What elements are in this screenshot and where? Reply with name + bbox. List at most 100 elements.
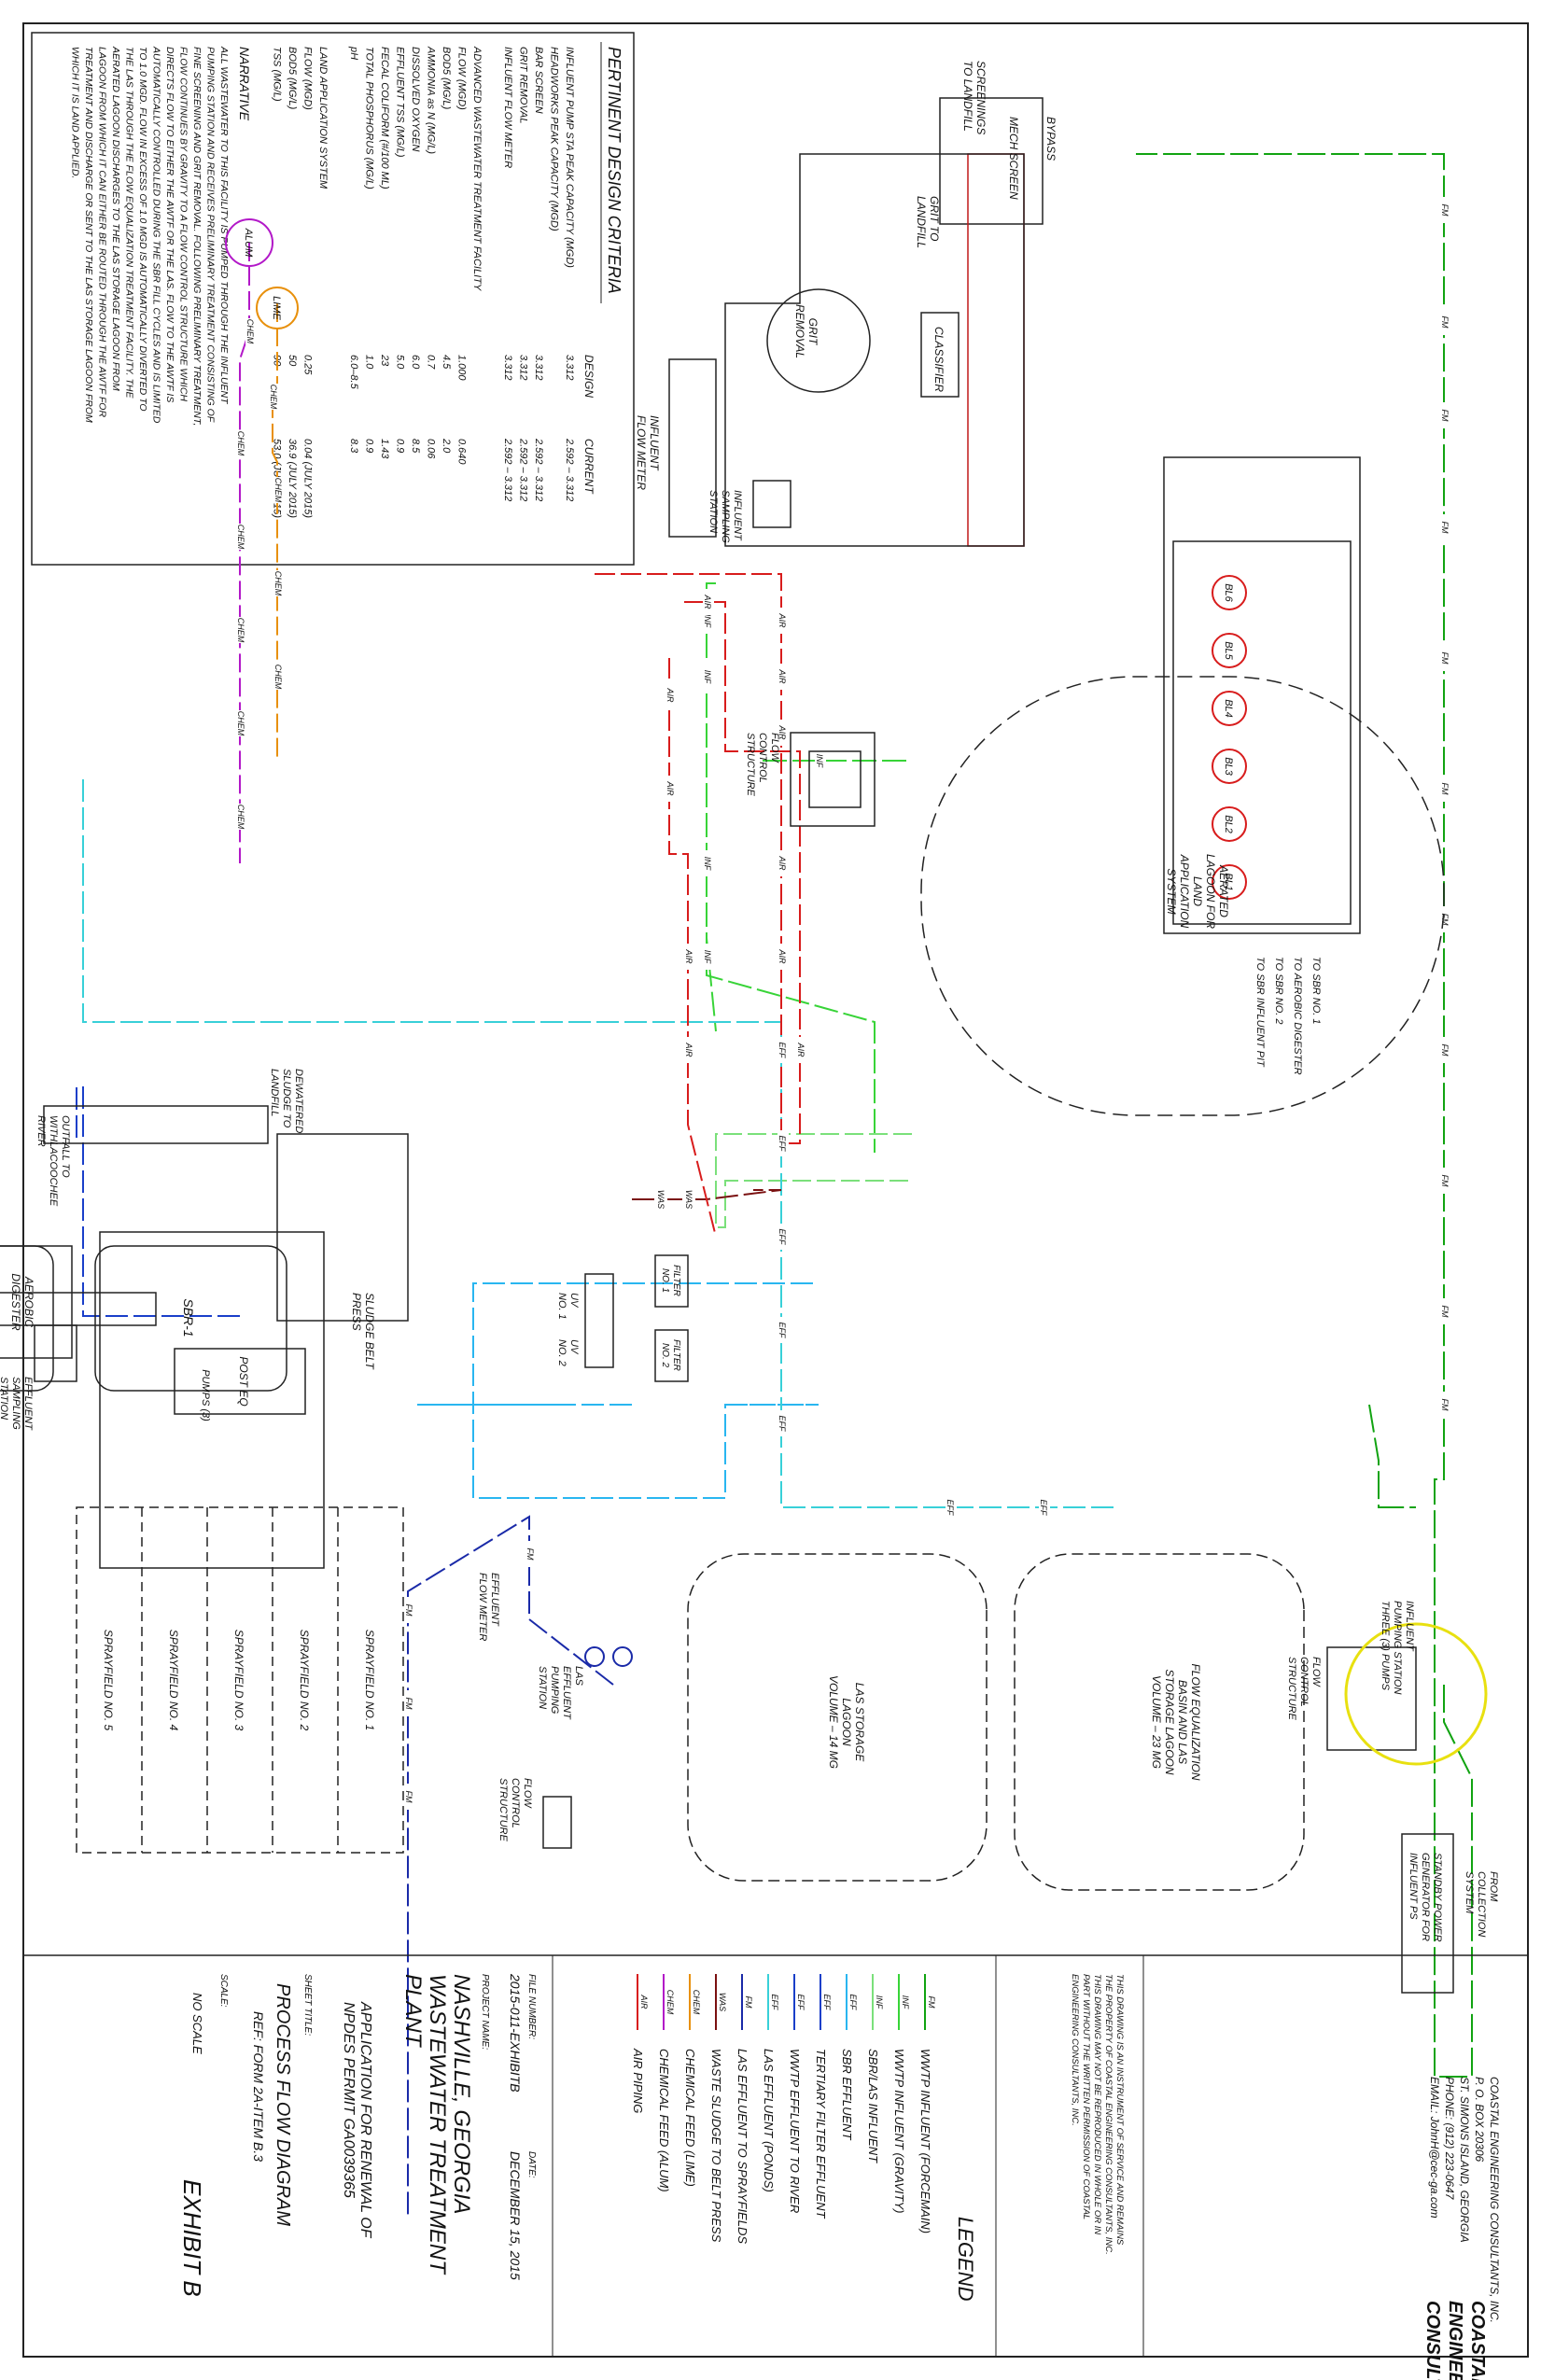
criteria-current-header: CURRENT — [582, 439, 595, 495]
blower-label: BL4 — [1223, 699, 1234, 718]
flow-control-1-label: STRUCTURE — [745, 733, 756, 796]
filter1-label: NO. 1 — [660, 1268, 670, 1293]
las-pump-2 — [613, 1647, 632, 1666]
narrative-line: TO 1.0 MGD. FLOW IN EXCESS OF 1.0 MGD IS… — [137, 47, 148, 412]
narrative-title: NARRATIVE — [237, 47, 252, 121]
pipe-tag: AIR — [796, 1042, 806, 1057]
criteria-title: PERTINENT DESIGN CRITERIA — [605, 47, 623, 294]
legend-text: AIR PIPING — [631, 2048, 645, 2113]
effluent-flow-meter-las-label: EFFLUENT — [489, 1573, 500, 1627]
criteria-current-value: 2.0 — [441, 438, 452, 454]
legend-tag: EFF — [848, 1995, 858, 2011]
las-storage-label: VOLUME – 14 MG — [827, 1675, 840, 1769]
project-subtitle: APPLICATION FOR RENEWAL OF — [357, 2001, 373, 2239]
effluent-sampling-label: SAMPLING — [10, 1377, 21, 1430]
lime-label: LIME — [271, 296, 282, 320]
uv1-label: UV — [568, 1293, 580, 1309]
narrative-line: FINE SCREENING AND GRIT REMOVAL. FOLLOWI… — [191, 47, 203, 426]
legend-tag: EFF — [770, 1995, 779, 2011]
criteria-label: AMMONIA as N (MG/L) — [426, 46, 437, 154]
las-ps-label: STATION — [537, 1666, 548, 1709]
pipe-tag: WAS — [684, 1190, 693, 1209]
sheet-ref: REF: FORM 2A-ITEM B.3 — [251, 2011, 266, 2162]
from-collection-label: FROM — [1488, 1871, 1499, 1902]
pipe-tag: FM — [404, 1791, 413, 1803]
criteria-design-value: 3.312 — [518, 355, 529, 381]
criteria-design-value: 1.0 — [364, 355, 375, 370]
legend-tag: EFF — [822, 1995, 832, 2011]
criteria-current-value: 2.592 – 3.312 — [502, 438, 513, 501]
pipe-tag: INF — [703, 614, 712, 628]
blower-label: BL6 — [1223, 583, 1234, 602]
company-address: COASTAL ENGINEERING CONSULTANTS, INC. — [1488, 2077, 1501, 2323]
legend-text: WWTP INFLUENT (GRAVITY) — [892, 2049, 906, 2213]
sprayfield-label: SPRAYFIELD NO. 5 — [102, 1630, 115, 1731]
influent-ps-label: THREE (3) PUMPS — [1380, 1601, 1391, 1691]
las-ps-label: LAS — [573, 1666, 584, 1686]
legend-text: WWTP INFLUENT (FORCEMAIN) — [918, 2049, 932, 2233]
blower-label: BL3 — [1223, 757, 1234, 776]
criteria-label: DISSOLVED OXYGEN — [410, 47, 421, 152]
aerated-lagoon-label: LAGOON FOR — [1204, 854, 1217, 929]
sheet-title: PROCESS FLOW DIAGRAM — [273, 1983, 293, 2226]
narrative-line: DIRECTS FLOW TO EITHER THE AWTF OR THE L… — [164, 47, 175, 402]
influent-sampling-label: SAMPLING — [720, 490, 731, 543]
post-eq-label: POST EQ — [237, 1356, 250, 1406]
dewatered-label: SLUDGE TO — [281, 1069, 292, 1128]
project-name: WASTEWATER TREATMENT — [425, 1974, 450, 2275]
legend-title: LEGEND — [954, 2217, 977, 2302]
pipe-tag: EFF — [778, 1043, 787, 1059]
blower-building — [1164, 457, 1360, 933]
uv2-label: NO. 2 — [556, 1339, 567, 1366]
grit-landfill-label: LANDFILL — [915, 196, 928, 248]
pipe-tag: CHEM — [273, 665, 283, 690]
legend-tag: CHEM — [692, 1990, 701, 2015]
criteria-label: BOD5 (MG/L) — [287, 47, 298, 110]
influent-ps-label: PUMPING STATION — [1392, 1601, 1403, 1694]
narrative-lines: ALL WASTEWATER TO THIS FACILITY IS PUMPE… — [70, 46, 231, 426]
to-aerobic-label: TO AEROBIC DIGESTER — [1292, 957, 1303, 1075]
aerated-lagoon-label: AERATED — [1217, 864, 1230, 917]
file-number-label: FILE NUMBER: — [526, 1974, 537, 2039]
blowers: BL6BL5BL4BL3BL2BL1 — [1212, 576, 1246, 899]
uv1-label: NO. 1 — [556, 1293, 567, 1320]
company-address: P. O. BOX 20306 — [1473, 2077, 1486, 2162]
blower-room — [1173, 541, 1351, 924]
flow-eq-label: FLOW EQUALIZATION — [1189, 1663, 1202, 1780]
criteria-label: EFFLUENT TSS (MG/L) — [395, 47, 406, 158]
screenings-label: TO LANDFILL — [961, 61, 974, 132]
legend-text: WASTE SLUDGE TO BELT PRESS — [709, 2049, 723, 2243]
pipe-las-inf — [716, 1134, 912, 1227]
screenings-label: SCREENINGS — [974, 61, 988, 134]
company-address: ST. SIMONS ISLAND, GEORGIA — [1458, 2077, 1471, 2243]
grit-removal-label: REMOVAL — [793, 304, 806, 358]
sprayfield-label: SPRAYFIELD NO. 3 — [232, 1630, 245, 1731]
criteria-label: BAR SCREEN — [533, 47, 544, 114]
company-logo-text: COASTAL — [1467, 2301, 1488, 2380]
pipe-tag: FM — [1440, 1175, 1450, 1187]
criteria-design-value: 3.312 — [502, 355, 513, 381]
legend-text: SBR EFFLUENT — [840, 2049, 854, 2141]
criteria-design-value: 5.0 — [395, 355, 406, 370]
effluent-sampling-station — [35, 1325, 77, 1381]
uv-channel — [585, 1274, 613, 1367]
drawing-notice: ENGINEERING CONSULTANTS, INC. — [1070, 1974, 1080, 2126]
pipe-tag: AIR — [778, 855, 787, 871]
pipe-tag: EFF — [778, 1416, 787, 1433]
pipe-air-main — [595, 574, 800, 1143]
aerated-lagoon-label: APPLICATION — [1178, 854, 1191, 929]
from-collection-label: COLLECTION — [1476, 1871, 1487, 1937]
flow-eq-label: VOLUME – 23 MG — [1150, 1675, 1163, 1769]
pipe-tag: INF — [703, 670, 712, 684]
pipe-tag: AIR — [703, 594, 712, 609]
sprayfield-label: SPRAYFIELD NO. 1 — [363, 1630, 376, 1730]
narrative-line: WHICH IT IS LAND APPLIED. — [70, 47, 81, 178]
criteria-label: FECAL COLIFORM (#/100 ML) — [379, 47, 390, 189]
criteria-label: TOTAL PHOSPHORUS (MG/L) — [364, 47, 375, 189]
pipe-effluent-river — [77, 1087, 240, 1316]
sheet-title-label: SHEET TITLE: — [302, 1974, 313, 2036]
legend-tag: EFF — [796, 1995, 806, 2011]
file-number: 2015-011-EXHIBITB — [508, 1973, 523, 2093]
